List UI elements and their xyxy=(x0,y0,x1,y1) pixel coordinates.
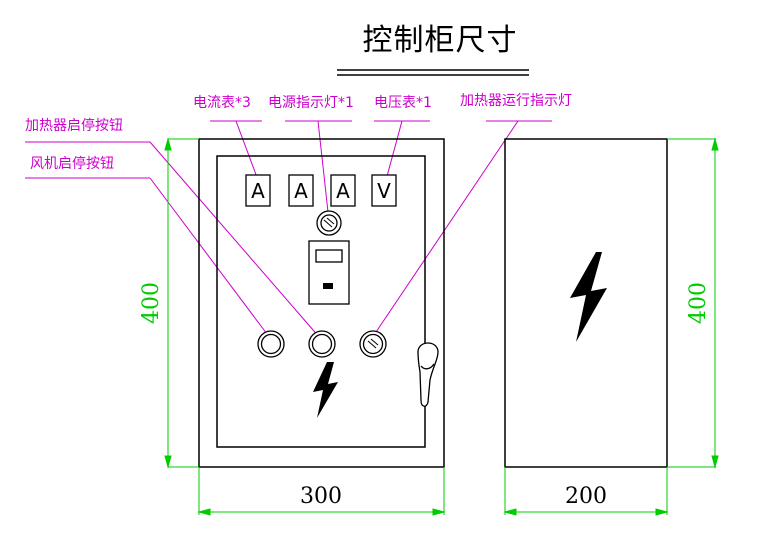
ammeter-label: 电流表*3 xyxy=(193,95,251,111)
side-depth-value: 200 xyxy=(565,484,607,509)
side-lightning-icon xyxy=(570,252,607,342)
leader-lines xyxy=(149,120,519,339)
dimension-lines xyxy=(164,137,719,516)
meter-1-label: A xyxy=(251,179,265,203)
front-width-value: 300 xyxy=(300,484,342,509)
heater-button-label: 加热器启停按钮 xyxy=(25,117,123,134)
meter-3-label: A xyxy=(336,179,350,203)
front-height-value: 400 xyxy=(139,282,164,324)
fan-start-stop-button xyxy=(257,330,285,358)
meter-4-label: V xyxy=(377,179,391,203)
power-indicator-light xyxy=(316,210,342,236)
heater-run-light-label: 加热器运行指示灯 xyxy=(460,93,572,109)
meter-2: A xyxy=(288,174,314,207)
voltmeter-label: 电压表*1 xyxy=(374,95,432,111)
heater-start-stop-button xyxy=(308,330,336,358)
power-light-label: 电源指示灯*1 xyxy=(268,95,354,111)
drawing-title: 控制柜尺寸 xyxy=(363,23,518,58)
main-switch xyxy=(308,240,350,305)
heater-run-indicator-light xyxy=(359,330,387,358)
meter-4: V xyxy=(371,174,397,207)
meter-2-label: A xyxy=(294,179,308,203)
lightning-icon xyxy=(313,362,338,418)
fan-button-label: 风机启停按钮 xyxy=(30,155,114,172)
side-cabinet-outline xyxy=(504,138,668,468)
front-door-outline xyxy=(216,155,426,448)
front-cabinet-outline xyxy=(198,138,445,468)
meter-3: A xyxy=(330,174,356,207)
handle-icon xyxy=(417,342,439,407)
meter-1: A xyxy=(245,174,271,207)
side-height-value: 400 xyxy=(686,282,711,324)
